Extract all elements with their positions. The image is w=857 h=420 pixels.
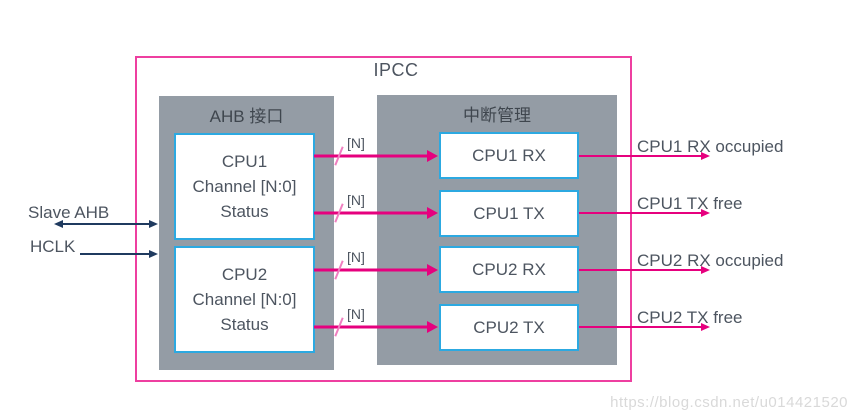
bus-arrow-cpu1-rx (314, 148, 438, 164)
output-signal-label: CPU1 RX occupied (637, 137, 784, 156)
cpu1-status-line2: Channel [N:0] (192, 177, 297, 196)
cpu2-status-line3: Status (220, 315, 269, 334)
bus-width-label: [N] (347, 135, 365, 151)
hclk-label: HCLK (30, 237, 76, 256)
arrowhead-right-icon (149, 220, 158, 228)
ahb-block-title: AHB 接口 (209, 107, 284, 126)
bus-arrow-cpu1-tx (314, 205, 438, 221)
cpu1-channel-status-box: CPU1 Channel [N:0] Status (174, 133, 315, 240)
bus-arrow-cpu2-rx (314, 262, 438, 278)
diagram-title: IPCC (373, 60, 419, 80)
bus-width-label: [N] (347, 192, 365, 208)
arrowhead-right-icon (701, 209, 710, 217)
bus-width-label: [N] (347, 306, 365, 322)
bus-arrow-cpu2-tx (314, 319, 438, 335)
output-arrow-cpu1-tx (579, 205, 710, 221)
bus-arrow-shaft (314, 211, 431, 215)
bus-arrow-shaft (314, 154, 431, 158)
ipcc-boundary-box (135, 56, 632, 382)
arrowhead-right-icon (701, 323, 710, 331)
bus-arrow-shaft (314, 268, 431, 272)
slave-ahb-arrow (54, 216, 158, 232)
cpu2-status-line2: Channel [N:0] (192, 290, 297, 309)
watermark-url: https://blog.csdn.net/u014421520 (610, 394, 848, 411)
cpu2-rx-box: CPU2 RX (439, 246, 579, 293)
arrowhead-right-icon (427, 207, 438, 219)
output-arrow-shaft (579, 269, 704, 271)
arrowhead-right-icon (149, 250, 158, 258)
output-signal-label: CPU2 RX occupied (637, 251, 784, 270)
cpu2-status-line1: CPU2 (221, 265, 268, 284)
output-signal-label: CPU2 TX free (637, 308, 743, 327)
arrowhead-right-icon (701, 152, 710, 160)
cpu1-status-line3: Status (220, 202, 269, 221)
bus-arrow-shaft (314, 325, 431, 329)
cpu2-tx-box: CPU2 TX (439, 304, 579, 351)
slave-ahb-label: Slave AHB (28, 203, 110, 222)
cpu1-status-line1: CPU1 (221, 152, 268, 171)
output-arrow-cpu2-rx (579, 262, 710, 278)
slave-ahb-shaft (61, 223, 152, 225)
arrowhead-right-icon (701, 266, 710, 274)
output-arrow-shaft (579, 212, 704, 214)
hclk-arrow (80, 246, 158, 262)
output-arrow-shaft (579, 326, 704, 328)
arrowhead-right-icon (427, 150, 438, 162)
cpu1-rx-box: CPU1 RX (439, 132, 579, 179)
arrowhead-right-icon (427, 264, 438, 276)
arrowhead-right-icon (427, 321, 438, 333)
bus-width-label: [N] (347, 249, 365, 265)
output-arrow-cpu2-tx (579, 319, 710, 335)
output-arrow-cpu1-rx (579, 148, 710, 164)
output-arrow-shaft (579, 155, 704, 157)
interrupt-block-title: 中断管理 (463, 106, 531, 125)
output-signal-label: CPU1 TX free (637, 194, 743, 213)
hclk-shaft (80, 253, 152, 255)
cpu1-tx-box: CPU1 TX (439, 190, 579, 237)
arrowhead-left-icon (54, 220, 63, 228)
cpu2-channel-status-box: CPU2 Channel [N:0] Status (174, 246, 315, 353)
